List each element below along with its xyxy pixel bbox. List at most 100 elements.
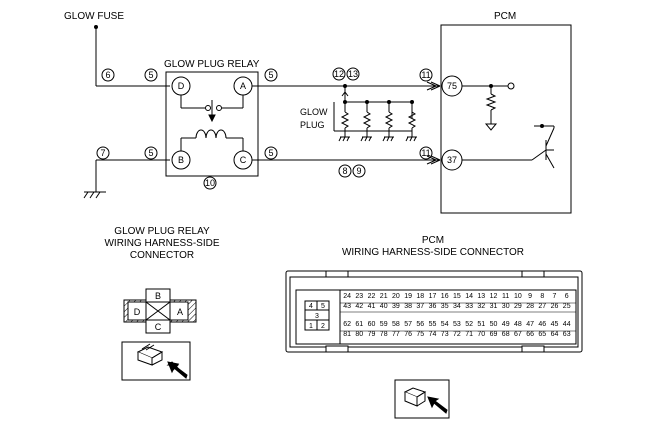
pcm-pin-78: 78 (380, 331, 388, 338)
svg-text:D: D (178, 81, 185, 91)
pcm-pin-74: 74 (429, 331, 437, 338)
pcm-connector-view-icon (394, 379, 450, 419)
pcm-pin-69: 69 (490, 331, 498, 338)
pcm-pin-48: 48 (514, 321, 522, 328)
pcm-pin-5: 5 (321, 303, 325, 310)
svg-text:5: 5 (148, 148, 153, 158)
pcm-pin-39: 39 (392, 303, 400, 310)
pcm-pin-62: 62 (343, 321, 351, 328)
svg-text:8: 8 (342, 166, 347, 176)
pcm-pin-52: 52 (465, 321, 473, 328)
svg-text:12: 12 (334, 69, 344, 79)
pcm-pin-44: 44 (563, 321, 571, 328)
circuit-6-marker: 6 (101, 68, 115, 82)
relay-connector-title-1: GLOW PLUG RELAY (114, 226, 210, 237)
pcm-pin-13: 13 (477, 293, 485, 300)
pcm-internal-upper (462, 82, 515, 131)
glow-plugs (338, 100, 417, 142)
pcm-pin-17: 17 (429, 293, 437, 300)
pcm-pin-7: 7 (553, 293, 557, 300)
pcm-pin-46: 46 (538, 321, 546, 328)
relay-connector-pin-top: B (155, 291, 161, 301)
pcm-terminal-37: 37 (441, 149, 463, 171)
pcm-pin-76: 76 (404, 331, 412, 338)
svg-text:11: 11 (421, 148, 430, 158)
pcm-connector-title-1: PCM (422, 235, 444, 246)
relay-connector-title-3: CONNECTOR (130, 250, 194, 261)
pcm-pin-36: 36 (429, 303, 437, 310)
pcm-pin-20: 20 (392, 293, 400, 300)
glow-plug-label-line2: PLUG (300, 120, 325, 130)
pcm-pin-45: 45 (551, 321, 559, 328)
pcm-pin-26: 26 (551, 303, 559, 310)
svg-text:9: 9 (356, 166, 361, 176)
pcm-pin-43: 43 (343, 303, 351, 310)
pcm-pin-32: 32 (477, 303, 485, 310)
pcm-pin-70: 70 (477, 331, 485, 338)
pcm-pin-63: 63 (563, 331, 571, 338)
pcm-pin-53: 53 (453, 321, 461, 328)
circuit-7-marker: 7 (96, 146, 110, 160)
pcm-pin-6: 6 (565, 293, 569, 300)
pcm-pin-35: 35 (441, 303, 449, 310)
svg-text:37: 37 (447, 155, 457, 165)
relay-terminal-c: C (233, 150, 253, 170)
pcm-pin-41: 41 (368, 303, 376, 310)
pcm-pin-30: 30 (502, 303, 510, 310)
pcm-pin-77: 77 (392, 331, 400, 338)
glow-plug-group (333, 101, 413, 132)
glow-plug-relay-label: GLOW PLUG RELAY (164, 59, 260, 70)
svg-text:A: A (240, 81, 246, 91)
glow-plug-relay (165, 71, 259, 177)
svg-text:13: 13 (348, 69, 358, 79)
pcm-pin-27: 27 (538, 303, 546, 310)
pcm-pin-37: 37 (416, 303, 424, 310)
glow-plug-2 (360, 100, 372, 142)
svg-text:11: 11 (421, 70, 430, 80)
pcm-pin-73: 73 (441, 331, 449, 338)
pcm-pin-14: 14 (465, 293, 473, 300)
pcm-transistor (462, 124, 555, 169)
relay-terminal-b: B (171, 150, 191, 170)
pcm-connector-left-block: 4 5 3 1 2 (304, 300, 330, 331)
pcm-pin-18: 18 (416, 293, 424, 300)
svg-text:7: 7 (100, 148, 105, 158)
pcm-pin-3: 3 (315, 313, 319, 320)
glow-plug-4 (405, 100, 417, 142)
pcm-pin-2: 2 (321, 323, 325, 330)
circuit-9-marker: 9 (352, 164, 366, 178)
relay-connector (123, 288, 197, 334)
pcm-pin-28: 28 (526, 303, 534, 310)
pcm-pin-50: 50 (490, 321, 498, 328)
svg-text:6: 6 (105, 70, 110, 80)
pcm-connector-title-2: WIRING HARNESS-SIDE CONNECTOR (342, 247, 524, 258)
pcm-pin-81: 81 (343, 331, 351, 338)
fuse-wire (94, 25, 170, 87)
svg-text:B: B (178, 155, 184, 165)
pcm-pin-57: 57 (404, 321, 412, 328)
pcm-pin-65: 65 (538, 331, 546, 338)
pcm-label: PCM (494, 11, 516, 22)
pcm-pin-67: 67 (514, 331, 522, 338)
svg-text:5: 5 (268, 70, 273, 80)
relay-terminal-d: D (171, 76, 191, 96)
circuit-11-marker-upper: 11 (419, 68, 433, 82)
circuit-10-marker: 10 (203, 176, 217, 190)
ground-wire (83, 159, 170, 199)
pcm-pin-25: 25 (563, 303, 571, 310)
pcm-pin-56: 56 (416, 321, 424, 328)
pcm-pin-60: 60 (368, 321, 376, 328)
pcm-pin-58: 58 (392, 321, 400, 328)
circuit-5-marker-d: 5 (144, 68, 158, 82)
pcm-pin-15: 15 (453, 293, 461, 300)
pcm-pin-21: 21 (380, 293, 388, 300)
pcm-pin-75: 75 (416, 331, 424, 338)
pcm-box (440, 24, 572, 214)
pcm-pin-49: 49 (502, 321, 510, 328)
pcm-pin-66: 66 (526, 331, 534, 338)
pcm-terminal-75: 75 (441, 75, 463, 97)
pcm-pin-54: 54 (441, 321, 449, 328)
